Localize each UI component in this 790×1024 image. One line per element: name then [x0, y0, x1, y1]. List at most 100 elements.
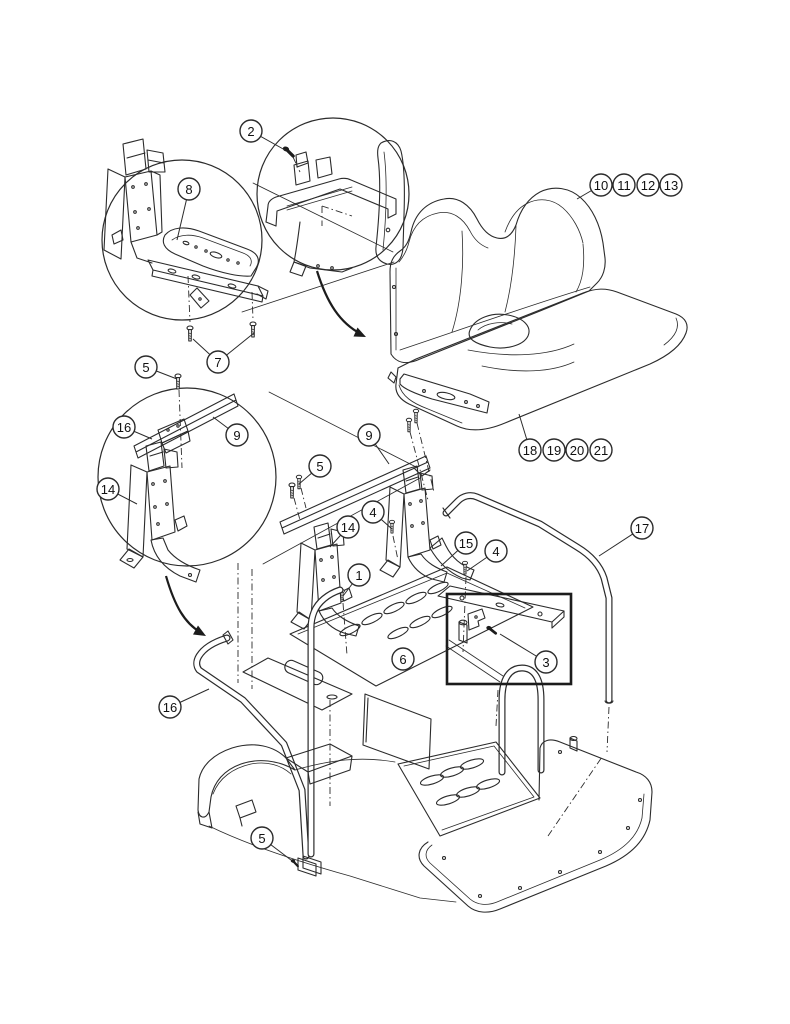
callout-5-circle	[308, 454, 332, 478]
callout-4: 4	[466, 539, 508, 572]
callout-18: 18	[518, 413, 542, 462]
callout-15-label: 15	[459, 536, 473, 551]
callout-5-circle	[250, 826, 274, 850]
detail-view-circles	[97, 117, 410, 567]
callout-18-label: 18	[523, 443, 537, 458]
screw-seat-a	[405, 417, 413, 433]
callout-4: 4	[361, 500, 393, 530]
callout-7: 7	[192, 332, 255, 374]
callout-16-label: 16	[117, 420, 131, 435]
callout-9: 9	[357, 423, 390, 465]
floor-plate-6	[289, 566, 534, 687]
detail-to-seat-arrow	[315, 270, 362, 335]
latch-plate-detail-box	[445, 592, 573, 686]
callout-3-label: 3	[542, 655, 549, 670]
hip-restraint-detail-art	[265, 140, 405, 277]
hinge-bracket-detail-art	[103, 138, 269, 342]
callout-10: 10	[576, 173, 613, 200]
screw-seat-b	[412, 408, 420, 424]
callout-3-circle	[534, 650, 558, 674]
callout-4-label: 4	[369, 505, 376, 520]
hinge-bracket-detail-circle	[101, 159, 263, 321]
callout-15-circle	[454, 531, 478, 555]
detail-view-box	[445, 592, 573, 686]
callout-11: 11	[612, 173, 636, 197]
detail-to-frame-arrow	[164, 575, 201, 633]
callout-11-label: 11	[617, 178, 631, 193]
callout-21-circle	[589, 438, 613, 462]
callout-16-circle	[112, 415, 136, 439]
projection-lines-art	[237, 182, 421, 689]
screw-7a	[186, 325, 194, 342]
strut-15	[429, 537, 475, 581]
callout-18-circle	[518, 438, 542, 462]
hip-restraint-detail-circle	[256, 117, 410, 271]
callout-10-label: 10	[594, 178, 608, 193]
main-assembly-art	[242, 455, 565, 711]
callout-9-circle	[225, 423, 249, 447]
callout-5: 5	[134, 355, 178, 380]
callout-14-circle	[336, 515, 360, 539]
callout-2-label: 2	[247, 124, 254, 139]
callout-19-label: 19	[547, 443, 561, 458]
callout-6: 6	[391, 647, 415, 671]
frame-tubes-art	[193, 586, 545, 877]
fender	[197, 744, 296, 818]
screw-7b	[249, 321, 257, 338]
support-bracket-detail-circle	[97, 387, 277, 567]
callout-13: 13	[659, 173, 683, 197]
callout-12-label: 12	[641, 178, 655, 193]
support-bracket-detail-art	[119, 373, 239, 583]
callout-14-circle	[96, 477, 120, 501]
callout-8-label: 8	[185, 182, 192, 197]
callout-21-label: 21	[594, 443, 608, 458]
callout-17-label: 17	[635, 521, 649, 536]
callout-16: 16	[158, 688, 210, 719]
screw-2	[279, 144, 297, 158]
callout-5-label: 5	[142, 360, 149, 375]
callout-9: 9	[212, 416, 249, 447]
screw-5-top	[174, 373, 182, 390]
callout-13-circle	[659, 173, 683, 197]
callout-20-label: 20	[570, 443, 584, 458]
callout-1-label: 1	[355, 568, 362, 583]
callout-20: 20	[565, 438, 589, 462]
callout-6-circle	[391, 647, 415, 671]
callout-12: 12	[636, 173, 660, 197]
callout-16: 16	[112, 415, 153, 440]
callout-10-circle	[589, 173, 613, 197]
callout-14-label: 14	[101, 482, 115, 497]
callout-7-circle	[206, 350, 230, 374]
callout-19-circle	[542, 438, 566, 462]
screw-5-mid-a	[288, 482, 296, 499]
hip-bar-17-art	[442, 492, 614, 753]
callout-9-label: 9	[365, 428, 372, 443]
callout-5-label: 5	[316, 459, 323, 474]
callout-16-circle	[158, 695, 182, 719]
floor-plate-slots	[339, 581, 453, 640]
callout-16-label: 16	[163, 700, 177, 715]
bench-seat-art	[387, 187, 688, 501]
magnifier-arrows	[164, 270, 366, 636]
callout-2: 2	[239, 119, 286, 151]
callout-6-label: 6	[399, 652, 406, 667]
callout-17-circle	[630, 516, 654, 540]
callout-11-circle	[612, 173, 636, 197]
callout-19: 19	[542, 438, 566, 462]
callout-5: 5	[298, 454, 332, 485]
detail-to-seat-arrow-head	[353, 327, 366, 337]
detail-to-frame-arrow-head	[193, 625, 206, 636]
callout-5-circle	[134, 355, 158, 379]
callout-5-label: 5	[258, 831, 265, 846]
callout-8: 8	[176, 177, 201, 241]
callout-9-label: 9	[233, 428, 240, 443]
callout-14: 14	[96, 477, 138, 505]
floor-ribs	[419, 758, 501, 806]
rear-deck	[418, 739, 653, 913]
callout-7-label: 7	[214, 355, 221, 370]
callout-3: 3	[499, 633, 558, 674]
callout-4-circle	[361, 500, 385, 524]
